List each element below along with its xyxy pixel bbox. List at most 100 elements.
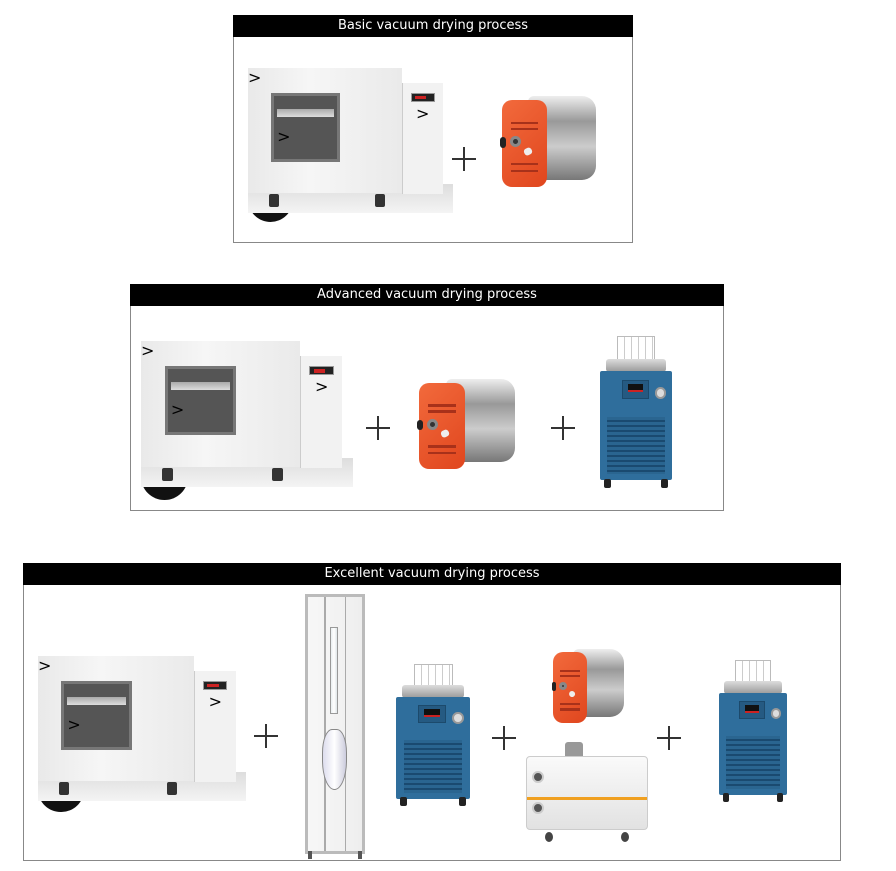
cold-trap-column-image [301,594,369,860]
knob-icon [500,137,506,148]
panel-advanced: Advanced vacuum drying process >>>>>>> [130,284,724,511]
vent [559,674,581,677]
chiller-body [719,692,787,795]
vent [511,162,538,166]
chiller-lid [605,358,667,373]
caster [661,478,668,488]
plus-icon [254,724,278,748]
rod [324,597,326,851]
gauge-icon [452,711,464,724]
vent [428,444,456,448]
chiller-image [598,336,674,488]
glassware [413,664,453,686]
shelf [170,382,231,391]
oven-window: > [271,92,341,162]
caster [375,194,386,208]
knob-icon [417,419,423,431]
vent [428,451,456,455]
condenser-tube [329,627,339,714]
chiller-body [396,696,470,799]
plus-icon [452,147,476,171]
caster [268,194,279,208]
vent [511,127,538,131]
vacuum-oven-image: >>>>>>> [141,341,353,500]
chiller-lid [724,681,782,695]
foot [307,851,312,860]
shelf [67,696,126,705]
vent-grille [725,735,781,789]
caster [544,832,553,842]
chiller-body [600,370,672,481]
oven-body: >> [248,68,402,193]
control-panel: > [194,670,236,783]
vent [559,669,581,672]
vent-grille [403,739,463,793]
temperature-display [309,366,335,376]
gauge-icon [654,387,666,399]
vacuum-pump-image [550,649,626,724]
pump-front [417,382,465,470]
caster [604,478,611,488]
chiller-display [739,700,766,720]
control-panel: > [401,82,443,195]
caster [58,782,70,796]
chiller-image [717,660,789,802]
pump-front [500,99,547,188]
vent [428,410,456,413]
vacuum-pump-image [415,379,517,471]
glass-flask [321,729,348,791]
vacuum-oven-image: >>>>>>> [248,68,453,223]
caster [162,468,173,482]
dry-pump-body [526,756,648,830]
valve [522,146,533,157]
dry-pump-image [521,742,653,842]
port [532,801,544,814]
glassware [617,336,655,359]
column-frame [305,594,365,854]
port [532,771,544,784]
vent [559,702,581,705]
panel-excellent: Excellent vacuum drying process >>>>>>> [23,563,841,861]
vent [559,708,581,711]
vent [511,121,538,125]
orange-stripe [527,796,647,801]
panel-title: Advanced vacuum drying process [130,284,724,306]
caster [722,793,730,802]
control-panel: > [300,355,343,468]
panel-title: Basic vacuum drying process [233,15,633,37]
vent-grille [607,416,665,474]
glassware [735,660,771,682]
vacuum-pump-image [498,96,598,189]
chiller-image [394,664,472,806]
panel-title: Excellent vacuum drying process [23,563,841,585]
foot [358,851,363,860]
inlet-port [427,418,439,430]
temperature-display [203,680,228,691]
knob-icon [551,682,556,691]
chiller-display [621,379,649,400]
valve [440,428,451,439]
inlet-port [510,136,521,148]
inlet-port [559,681,568,690]
caster [776,793,784,802]
caster [621,832,630,842]
rod [344,597,347,851]
vent [511,169,538,173]
pump-front [551,652,588,723]
plus-icon [366,416,390,440]
caster [272,468,284,482]
vacuum-oven-image: >>>>>>> [38,656,246,813]
oven-body: >> [141,341,300,467]
caster [166,782,178,796]
oven-window: > [164,366,237,436]
chiller-display [418,704,447,724]
oven-body: >> [38,656,194,781]
temperature-display [410,92,435,102]
panel-basic: Basic vacuum drying process >>>>>>> [233,15,633,243]
caster [400,797,408,806]
chiller-lid [401,685,465,699]
shelf [277,108,335,117]
gauge-icon [770,707,782,719]
vent [428,404,456,407]
inlet-flange [564,742,584,760]
